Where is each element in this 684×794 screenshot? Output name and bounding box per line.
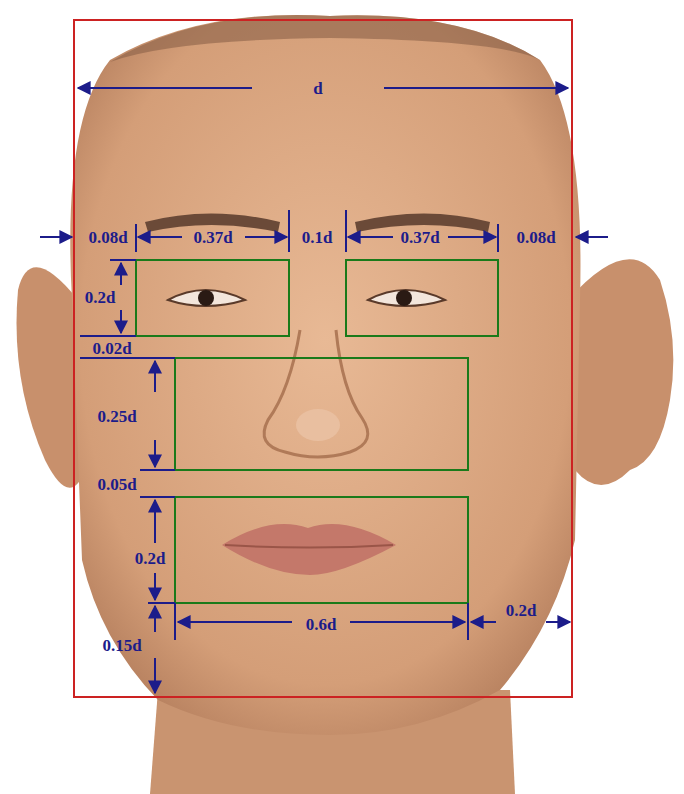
lip-line	[225, 545, 393, 548]
tick	[345, 210, 347, 252]
tick	[467, 603, 469, 640]
nose-tip	[296, 409, 340, 441]
left-eye-region	[136, 260, 289, 336]
dimension-label: 0.37d	[400, 229, 439, 246]
tick	[140, 469, 175, 471]
dimension-arrow	[576, 236, 608, 238]
dimension-label: 0.2d	[85, 289, 116, 306]
tick	[148, 602, 175, 604]
dimension-arrow	[120, 310, 122, 333]
dimension-label: 0.05d	[97, 476, 136, 493]
dimension-label: 0.6d	[306, 616, 337, 633]
dimension-label: 0.25d	[97, 408, 136, 425]
mouth-region	[175, 497, 468, 603]
dimension-label: 0.15d	[102, 637, 141, 654]
dimension-label: 0.1d	[302, 229, 333, 246]
tick	[140, 496, 175, 498]
dimension-label: 0.08d	[516, 229, 555, 246]
hair	[110, 15, 540, 62]
dimension-arrow	[78, 87, 252, 89]
tick	[80, 335, 136, 337]
nose	[264, 330, 368, 457]
tick	[110, 259, 136, 261]
eye	[168, 290, 245, 306]
dimension-arrow	[138, 236, 182, 238]
dimension-arrow	[154, 573, 156, 600]
dimension-arrow	[384, 87, 568, 89]
dimension-arrow	[350, 621, 465, 623]
dimension-label: 0.37d	[193, 229, 232, 246]
tick	[288, 210, 290, 252]
dimension-arrow	[154, 500, 156, 543]
dimension-arrow	[120, 263, 122, 285]
tick	[135, 224, 137, 252]
dimension-arrow	[154, 658, 156, 693]
dimension-arrow	[154, 606, 156, 632]
dimension-label: 0.08d	[88, 229, 127, 246]
dimension-arrow	[348, 236, 393, 238]
eye	[368, 290, 445, 306]
dimension-arrow	[471, 621, 496, 623]
iris	[396, 290, 412, 306]
tick	[174, 603, 176, 640]
dimension-label: 0.2d	[135, 550, 166, 567]
dimension-arrow	[546, 621, 570, 623]
right-eye-region	[346, 260, 498, 336]
dimension-arrow	[448, 236, 496, 238]
tick	[497, 224, 499, 252]
dimension-label: 0.02d	[92, 340, 131, 357]
dimension-label: 0.2d	[506, 602, 537, 619]
face-bounding-box	[74, 20, 572, 697]
dimension-arrow	[154, 440, 156, 467]
head	[70, 15, 580, 735]
lips	[222, 524, 396, 575]
dimension-arrow	[178, 621, 292, 623]
nose-region	[175, 358, 468, 470]
dimension-arrow	[40, 236, 72, 238]
right-ear	[568, 259, 673, 485]
dimension-label: d	[313, 80, 322, 97]
iris	[198, 290, 214, 306]
tick	[80, 357, 175, 359]
dimension-arrow	[154, 361, 156, 392]
dimension-arrow	[245, 236, 287, 238]
